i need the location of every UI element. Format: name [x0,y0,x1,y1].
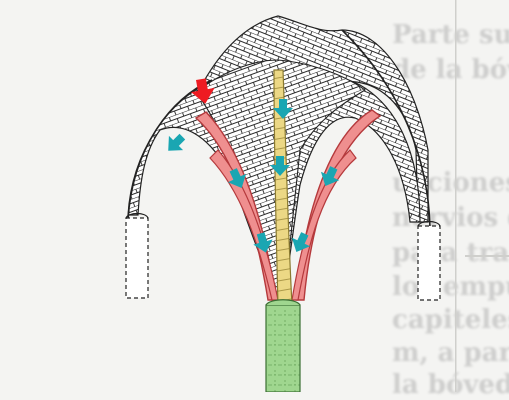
cyan-arrow-icon-upper-left [161,130,189,158]
page-edge-mark [465,255,509,257]
right-column [418,222,440,301]
left-column [126,214,148,299]
green-center-column [266,300,300,392]
page-edge-line [455,0,457,392]
